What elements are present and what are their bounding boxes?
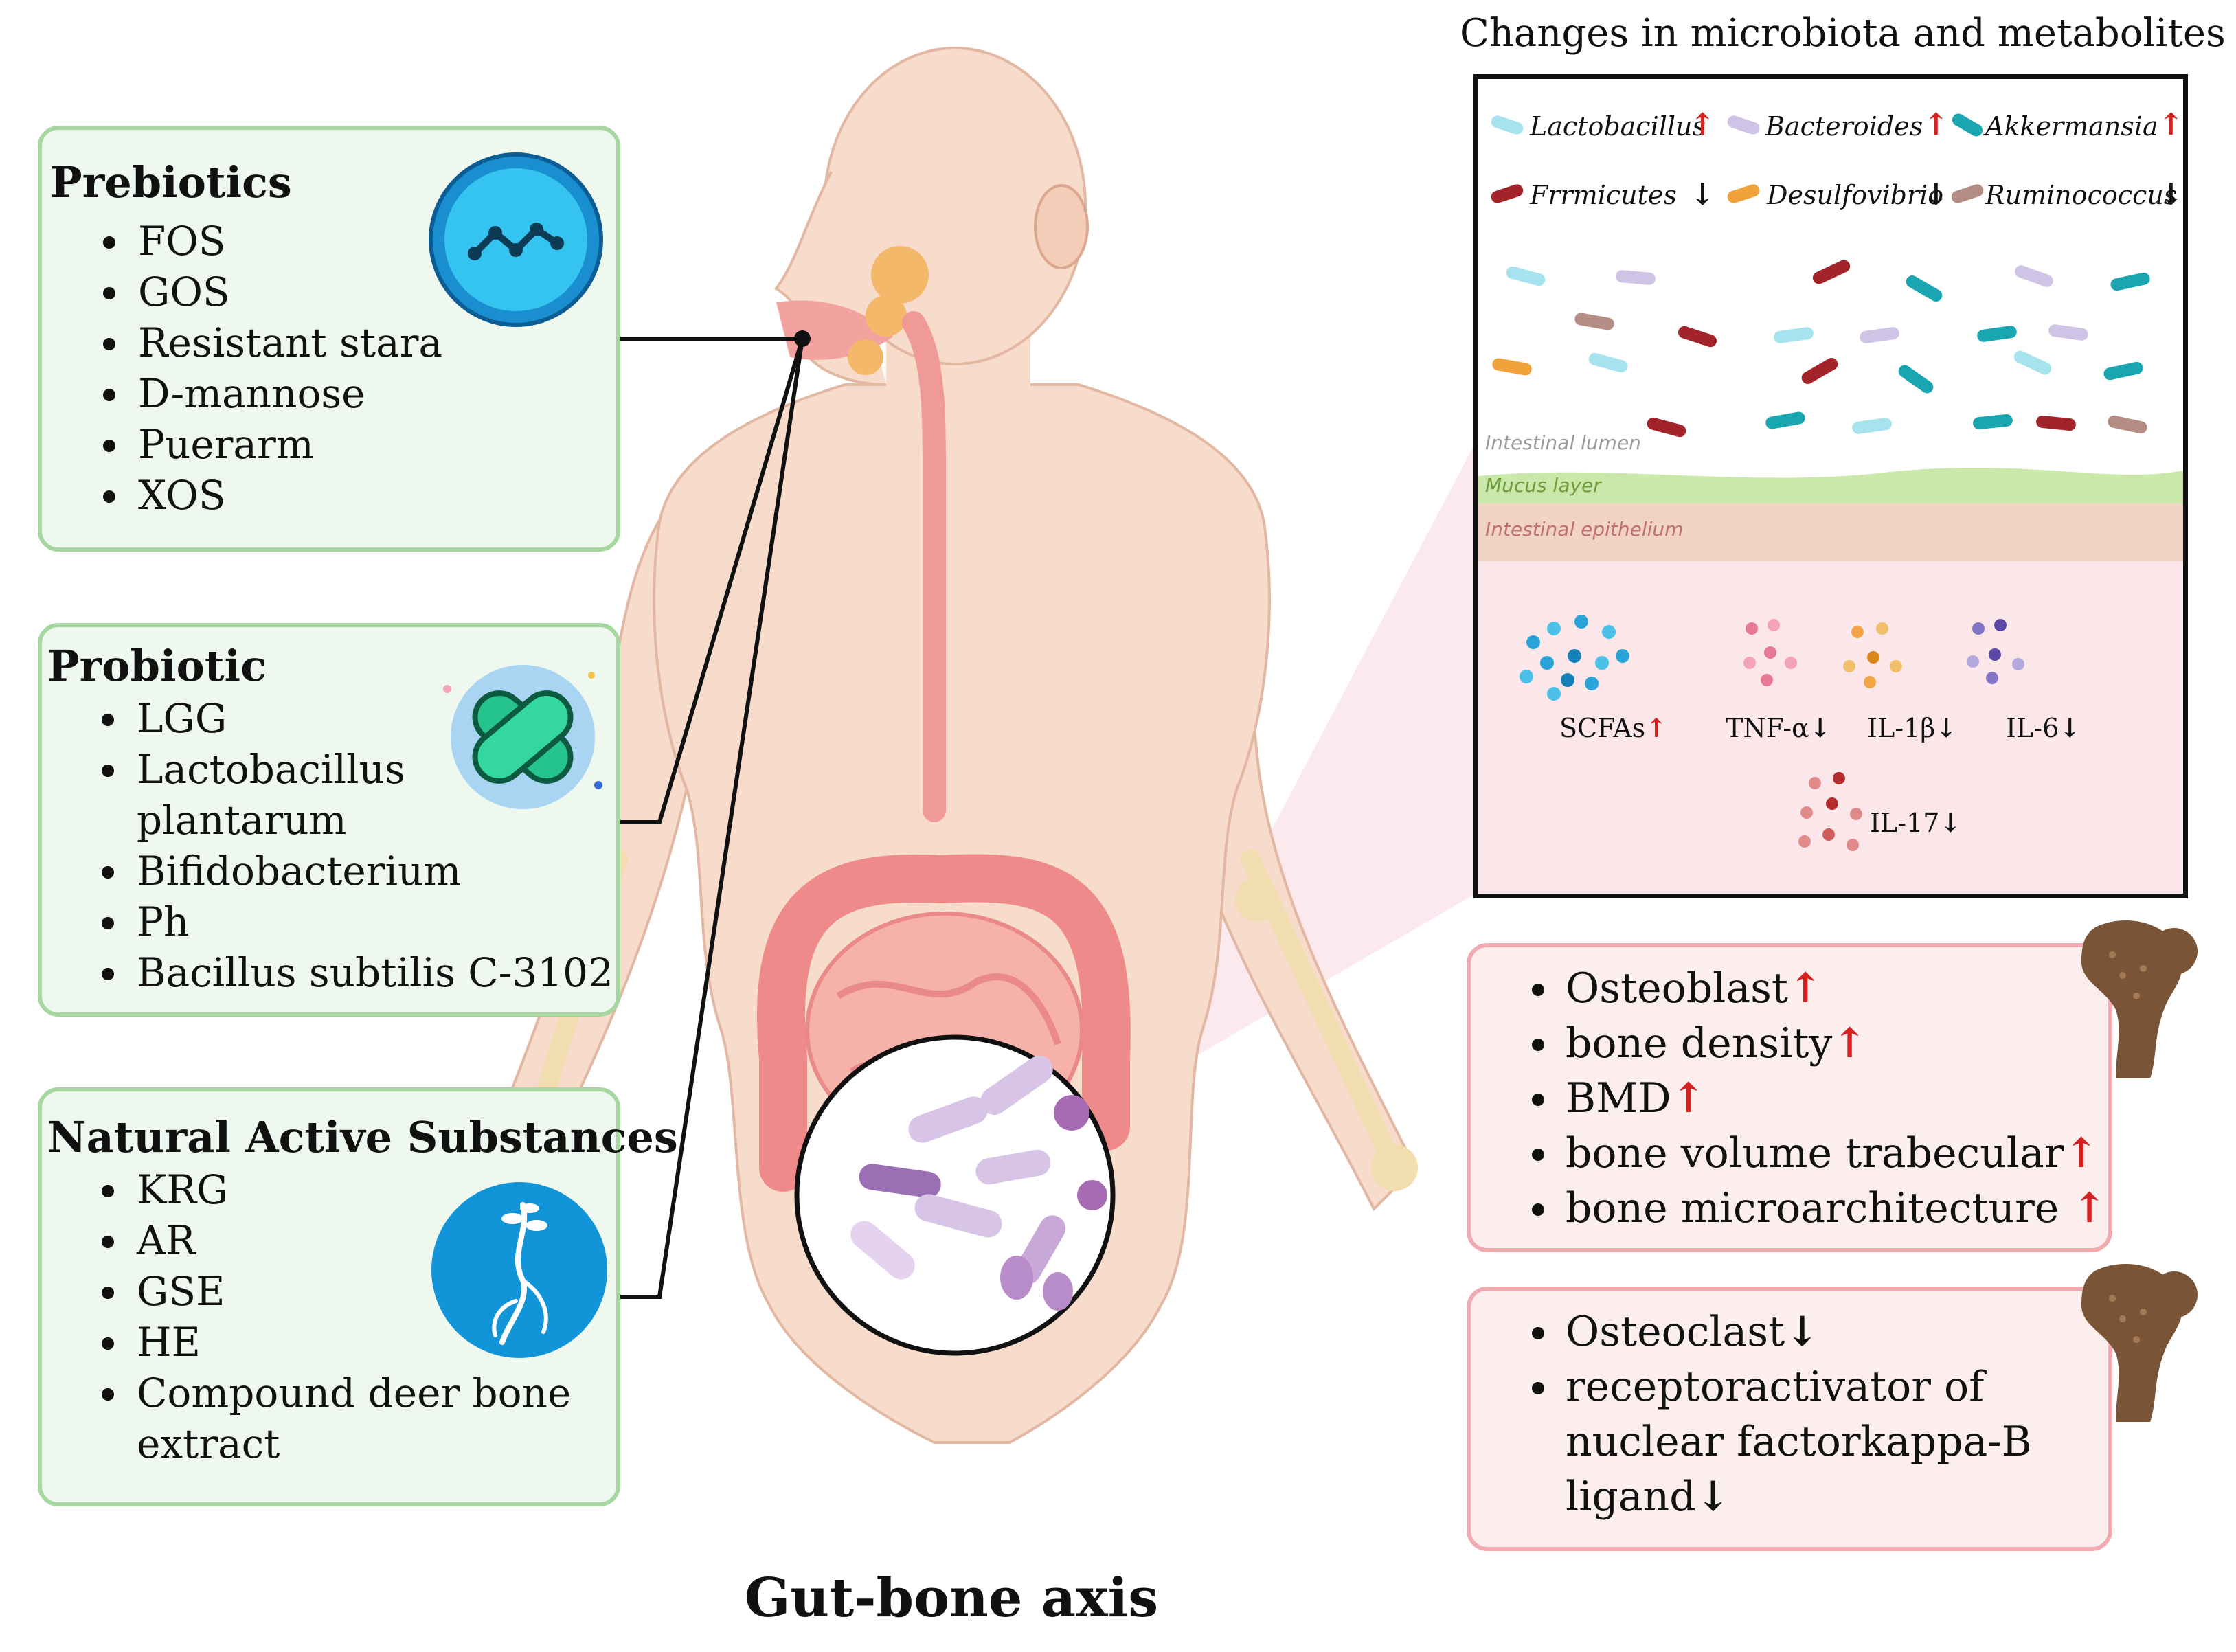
list-item: Bifidobacterium: [131, 846, 653, 896]
list-item: FOS: [133, 216, 442, 267]
list-item: Osteoclast↓: [1561, 1304, 2056, 1359]
metabolite-scfas: SCFAs↑: [1559, 712, 1667, 743]
legend-akkermansia: Akkermansia: [1985, 111, 2158, 142]
bone-down-list: Osteoclast↓ receptoractivator of nuclear…: [1515, 1304, 2056, 1524]
natural-substances-box: Natural Active Substances KRG AR GSE HE …: [38, 1087, 678, 1506]
list-item: receptoractivator of nuclear factorkappa…: [1561, 1359, 2056, 1524]
up-arrow: ↑: [1645, 712, 1667, 743]
natural-title: Natural Active Substances: [47, 1112, 678, 1162]
microbiota-panel: Lactobacillus ↑ Bacteroides ↑ Akkermansi…: [1473, 74, 2188, 898]
mucus-label: Mucus layer: [1485, 474, 1601, 497]
legend-arrow: ↑: [1923, 107, 1949, 142]
lumen-label: Intestinal lumen: [1485, 431, 1641, 454]
metabolite-tnf: TNF-α↓: [1726, 712, 1831, 743]
list-item: Osteoblast↑: [1561, 961, 2107, 1016]
down-arrow: ↓: [1935, 712, 1958, 743]
list-item: Resistant stara: [133, 317, 442, 368]
bone-up-list: Osteoblast↑ bone density↑ BMD↑ bone volu…: [1515, 961, 2107, 1236]
list-item: AR: [131, 1215, 653, 1266]
il17-dots: [1798, 772, 1862, 851]
probiotic-icon: [443, 665, 602, 809]
list-item: Compound deer bone extract: [131, 1368, 590, 1469]
legend-desulfovibrio: Desulfovibrio: [1767, 180, 1944, 210]
list-item: Lactobacillus plantarum: [131, 744, 425, 846]
lumen-scene: [1478, 260, 2183, 894]
legend-arrow: ↓: [1690, 177, 1715, 212]
mucus-layer: [1478, 467, 2183, 503]
up-arrow: ↑: [1788, 964, 1823, 1012]
legend-frrmicutes: Frrmicutes: [1530, 180, 1677, 210]
down-arrow: ↓: [1695, 1473, 1730, 1521]
bacteria-cluster: [1492, 260, 2150, 438]
legend-arrow: ↓: [2158, 177, 2184, 212]
metabolite-il6: IL-6↓: [2006, 712, 2081, 743]
list-item: D-mannose: [133, 368, 442, 419]
down-arrow: ↓: [1809, 712, 1831, 743]
figure-caption-title: Gut-bone axis: [744, 1567, 1159, 1629]
legend-ruminococcus: Ruminococcus: [1985, 180, 2178, 210]
list-item: bone density↑: [1561, 1016, 2107, 1071]
list-item: XOS: [133, 470, 442, 521]
list-item: Bacillus subtilis C-3102: [131, 947, 653, 998]
prebiotics-title: Prebiotics: [50, 157, 292, 207]
prebiotics-list: FOS GOS Resistant stara D-mannose Puerar…: [91, 216, 442, 521]
up-arrow: ↑: [1671, 1074, 1706, 1122]
list-item: Ph: [131, 896, 653, 947]
ear: [1034, 184, 1089, 269]
femur-icon-2: [2081, 1264, 2198, 1422]
legend-bacteroides: Bacteroides: [1765, 111, 1923, 142]
list-item: LGG: [131, 693, 653, 744]
probiotic-title: Probiotic: [47, 641, 267, 691]
epithelium-label: Intestinal epithelium: [1485, 518, 1684, 541]
bone-resorption-box: Osteoclast↓ receptoractivator of nuclear…: [1467, 1287, 2112, 1551]
bone-formation-box: Osteoblast↑ bone density↑ BMD↑ bone volu…: [1467, 943, 2112, 1252]
up-arrow: ↑: [1832, 1019, 1867, 1067]
list-item: HE: [131, 1317, 653, 1368]
up-arrow: ↑: [2072, 1184, 2107, 1232]
prebiotic-icon: [429, 152, 603, 327]
ginseng-icon: [431, 1182, 607, 1358]
colon: [757, 854, 1131, 1151]
left-arm: [479, 477, 695, 1212]
list-item: GOS: [133, 267, 442, 317]
natural-list: KRG AR GSE HE Compound deer bone extract: [90, 1164, 653, 1469]
tnf-dots: [1743, 619, 1797, 686]
metabolite-il1b: IL-1β↓: [1867, 712, 1958, 743]
epithelium-cells: [1478, 503, 2183, 561]
prebiotics-box: Prebiotics FOS GOS Resistant stara D-man…: [38, 126, 620, 552]
up-arrow: ↑: [2064, 1129, 2099, 1177]
list-item: Puerarm: [133, 419, 442, 470]
legend-arrow: ↓: [1923, 177, 1949, 212]
list-item: bone volume trabecular↑: [1561, 1126, 2107, 1181]
probiotic-list: LGG Lactobacillus plantarum Bifidobacter…: [90, 693, 653, 998]
list-item: KRG: [131, 1164, 653, 1215]
metabolite-il17: IL-17↓: [1870, 807, 1962, 838]
legend-arrow: ↑: [1690, 107, 1715, 142]
down-arrow: ↓: [1939, 807, 1962, 838]
legend-lactobacillus: Lactobacillus: [1530, 111, 1706, 142]
il6-dots: [1967, 619, 2024, 684]
esophagus: [902, 311, 946, 822]
scfa-dots: [1520, 615, 1629, 701]
femur-icon: [2081, 920, 2198, 1078]
legend-arrow: ↑: [2158, 107, 2184, 142]
list-item: bone microarchitecture ↑: [1561, 1181, 2107, 1236]
panel-title: Changes in microbiota and metabolites: [1460, 11, 2226, 56]
il1b-dots: [1843, 622, 1902, 688]
probiotic-box: Probiotic LGG Lactobacillus plantarum Bi…: [38, 623, 620, 1017]
list-item: GSE: [131, 1266, 653, 1317]
down-arrow: ↓: [2059, 712, 2081, 743]
salivary-gland: [871, 246, 929, 304]
down-arrow: ↓: [1785, 1308, 1820, 1356]
list-item: BMD↑: [1561, 1071, 2107, 1126]
